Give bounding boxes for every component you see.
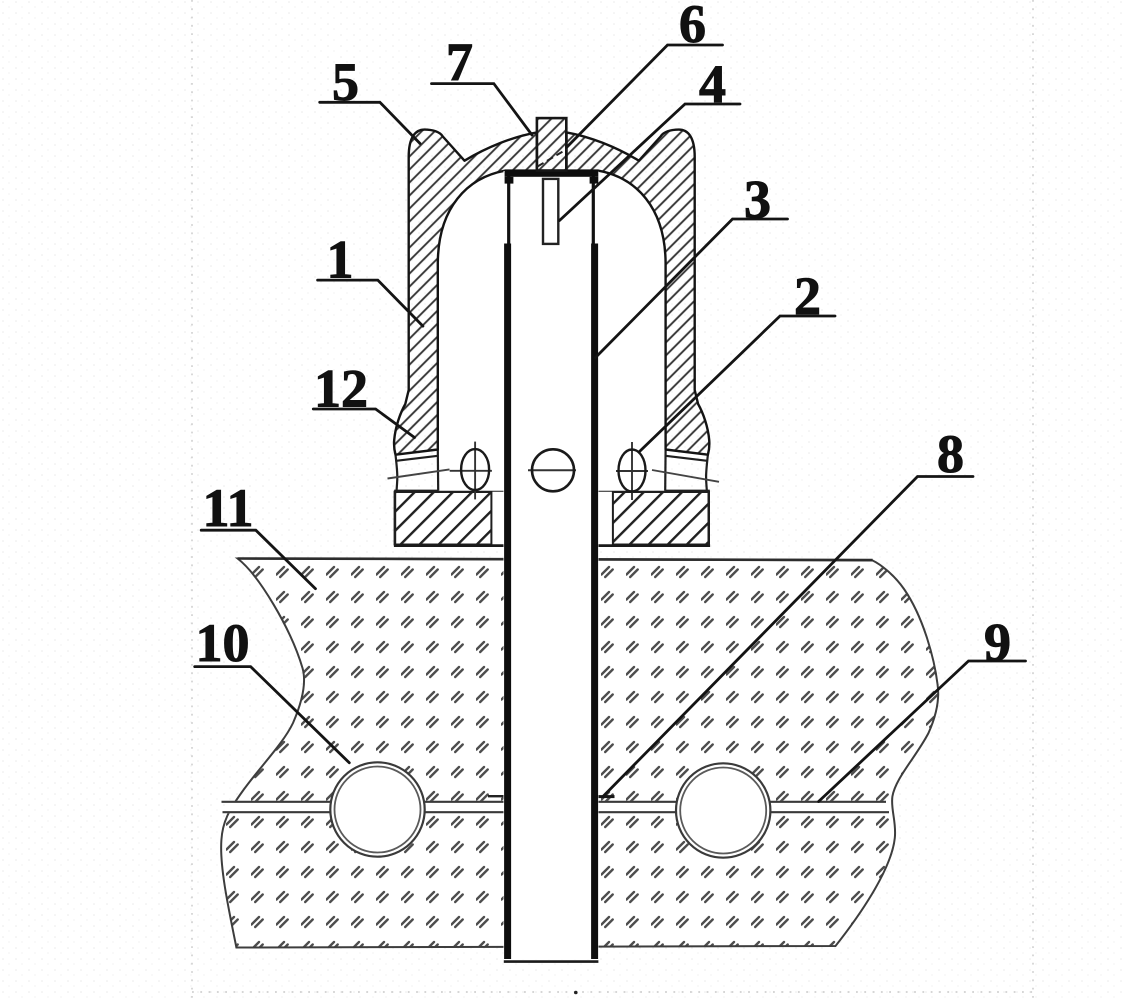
svg-text:11: 11 <box>202 478 253 538</box>
svg-text:5: 5 <box>332 52 359 112</box>
svg-text:3: 3 <box>744 170 771 230</box>
svg-text:12: 12 <box>314 359 368 419</box>
svg-text:2: 2 <box>794 266 821 326</box>
svg-text:7: 7 <box>446 32 473 92</box>
svg-text:4: 4 <box>699 54 726 114</box>
svg-text:6: 6 <box>679 0 706 54</box>
svg-text:9: 9 <box>984 613 1011 673</box>
svg-text:8: 8 <box>937 424 964 484</box>
svg-text:1: 1 <box>327 230 354 290</box>
svg-text:10: 10 <box>196 613 250 673</box>
